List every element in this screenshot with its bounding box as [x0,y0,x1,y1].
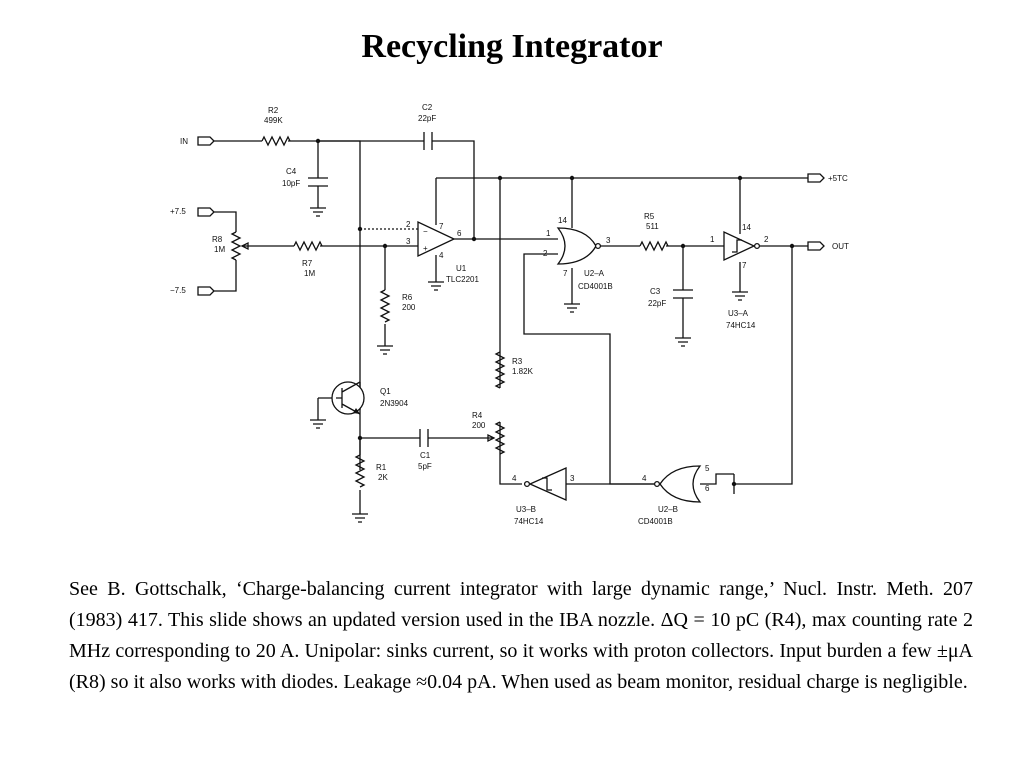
svg-text:5pF: 5pF [418,462,432,471]
svg-text:OUT: OUT [832,242,849,251]
svg-text:C2: C2 [422,103,433,112]
svg-text:6: 6 [457,229,462,238]
resistor-r1: R1 2K [354,454,388,488]
svg-text:7: 7 [742,261,747,270]
svg-text:7: 7 [563,269,568,278]
capacitor-c2: C2 22pF [418,103,436,150]
port-out: OUT [807,241,849,251]
svg-text:CD4001B: CD4001B [578,282,613,291]
svg-text:2: 2 [543,249,548,258]
svg-text:R5: R5 [644,212,655,221]
svg-text:U3–A: U3–A [728,309,749,318]
svg-text:R2: R2 [268,106,279,115]
wires [214,140,808,514]
svg-text:C1: C1 [420,451,431,460]
svg-text:R7: R7 [302,259,313,268]
slide-caption: See B. Gottschalk, ‘Charge-balancing cur… [69,578,973,693]
ground-symbols [310,207,748,523]
svg-text:U2–B: U2–B [658,505,678,514]
port-in: IN [180,136,215,146]
resistor-r3: R3 1.82K [494,351,534,389]
potentiometer-r8: R8 1M [212,231,249,261]
capacitor-c3: C3 22pF [648,287,693,308]
port-pos: +7.5 [170,207,215,217]
svg-text:+: + [423,244,428,253]
schmitt-inverter-u3a: 14 1 7 2 U3–A 74HC14 [710,223,769,330]
svg-text:TLC2201: TLC2201 [446,275,479,284]
svg-text:1.82K: 1.82K [512,367,534,376]
svg-text:2: 2 [406,220,411,229]
svg-text:4: 4 [642,474,647,483]
svg-text:C4: C4 [286,167,297,176]
svg-text:200: 200 [472,421,486,430]
svg-text:22pF: 22pF [648,299,666,308]
svg-text:511: 511 [646,222,659,231]
svg-text:R4: R4 [472,411,483,420]
svg-text:74HC14: 74HC14 [514,517,544,526]
svg-text:1M: 1M [214,245,225,254]
svg-text:CD4001B: CD4001B [638,517,673,526]
opamp-u1: − + 2 3 7 4 6 U1 TLC2201 [406,220,479,284]
svg-text:2K: 2K [378,473,388,482]
svg-text:14: 14 [742,223,751,232]
svg-text:5: 5 [705,464,710,473]
svg-text:1: 1 [710,235,715,244]
schmitt-inverter-u3b: 4 3 U3–B 74HC14 [512,466,575,526]
port-vcc: +5TC [807,173,848,183]
svg-text:3: 3 [406,237,411,246]
svg-text:+7.5: +7.5 [170,207,186,216]
svg-text:74HC14: 74HC14 [726,321,756,330]
svg-text:−7.5: −7.5 [170,286,186,295]
svg-text:2N3904: 2N3904 [380,399,409,408]
svg-text:1: 1 [546,229,551,238]
resistor-r7: R7 1M [293,240,323,278]
svg-text:R8: R8 [212,235,223,244]
svg-text:IN: IN [180,137,188,146]
svg-text:R3: R3 [512,357,523,366]
svg-text:2: 2 [764,235,769,244]
svg-text:7: 7 [439,222,444,231]
svg-text:U1: U1 [456,264,467,273]
resistor-r6: R6 200 [379,289,416,323]
svg-text:C3: C3 [650,287,661,296]
svg-text:22pF: 22pF [418,114,436,123]
potentiometer-r4: R4 200 [472,411,506,455]
svg-text:6: 6 [705,484,710,493]
svg-text:+5TC: +5TC [828,174,848,183]
resistor-r5: R5 511 [639,212,669,252]
svg-text:R6: R6 [402,293,413,302]
port-neg: −7.5 [170,286,215,296]
capacitor-c4: C4 10pF [282,167,328,188]
slide-title: Recycling Integrator [361,28,663,65]
nor-gate-u2a: 14 1 2 7 3 U2–A CD4001B [543,216,613,291]
svg-text:14: 14 [558,216,567,225]
svg-text:200: 200 [402,303,416,312]
svg-text:4: 4 [512,474,517,483]
svg-text:10pF: 10pF [282,179,300,188]
svg-text:U3–B: U3–B [516,505,536,514]
nor-gate-u2b: 4 5 6 U2–B CD4001B [638,464,710,526]
svg-text:4: 4 [439,251,444,260]
recycling-integrator-schematic: IN +7.5 −7.5 +5TC OUT R2 499K R7 1M R8 1… [170,103,849,526]
svg-text:499K: 499K [264,116,283,125]
svg-text:Q1: Q1 [380,387,391,396]
svg-text:U2–A: U2–A [584,269,605,278]
svg-text:R1: R1 [376,463,387,472]
transistor-q1: Q1 2N3904 [331,381,409,415]
capacitor-c1: C1 5pF [418,429,432,471]
svg-text:1M: 1M [304,269,315,278]
svg-text:3: 3 [606,236,611,245]
junctions [315,138,795,487]
svg-text:3: 3 [570,474,575,483]
resistor-r2: R2 499K [261,106,291,147]
svg-text:−: − [423,227,428,236]
